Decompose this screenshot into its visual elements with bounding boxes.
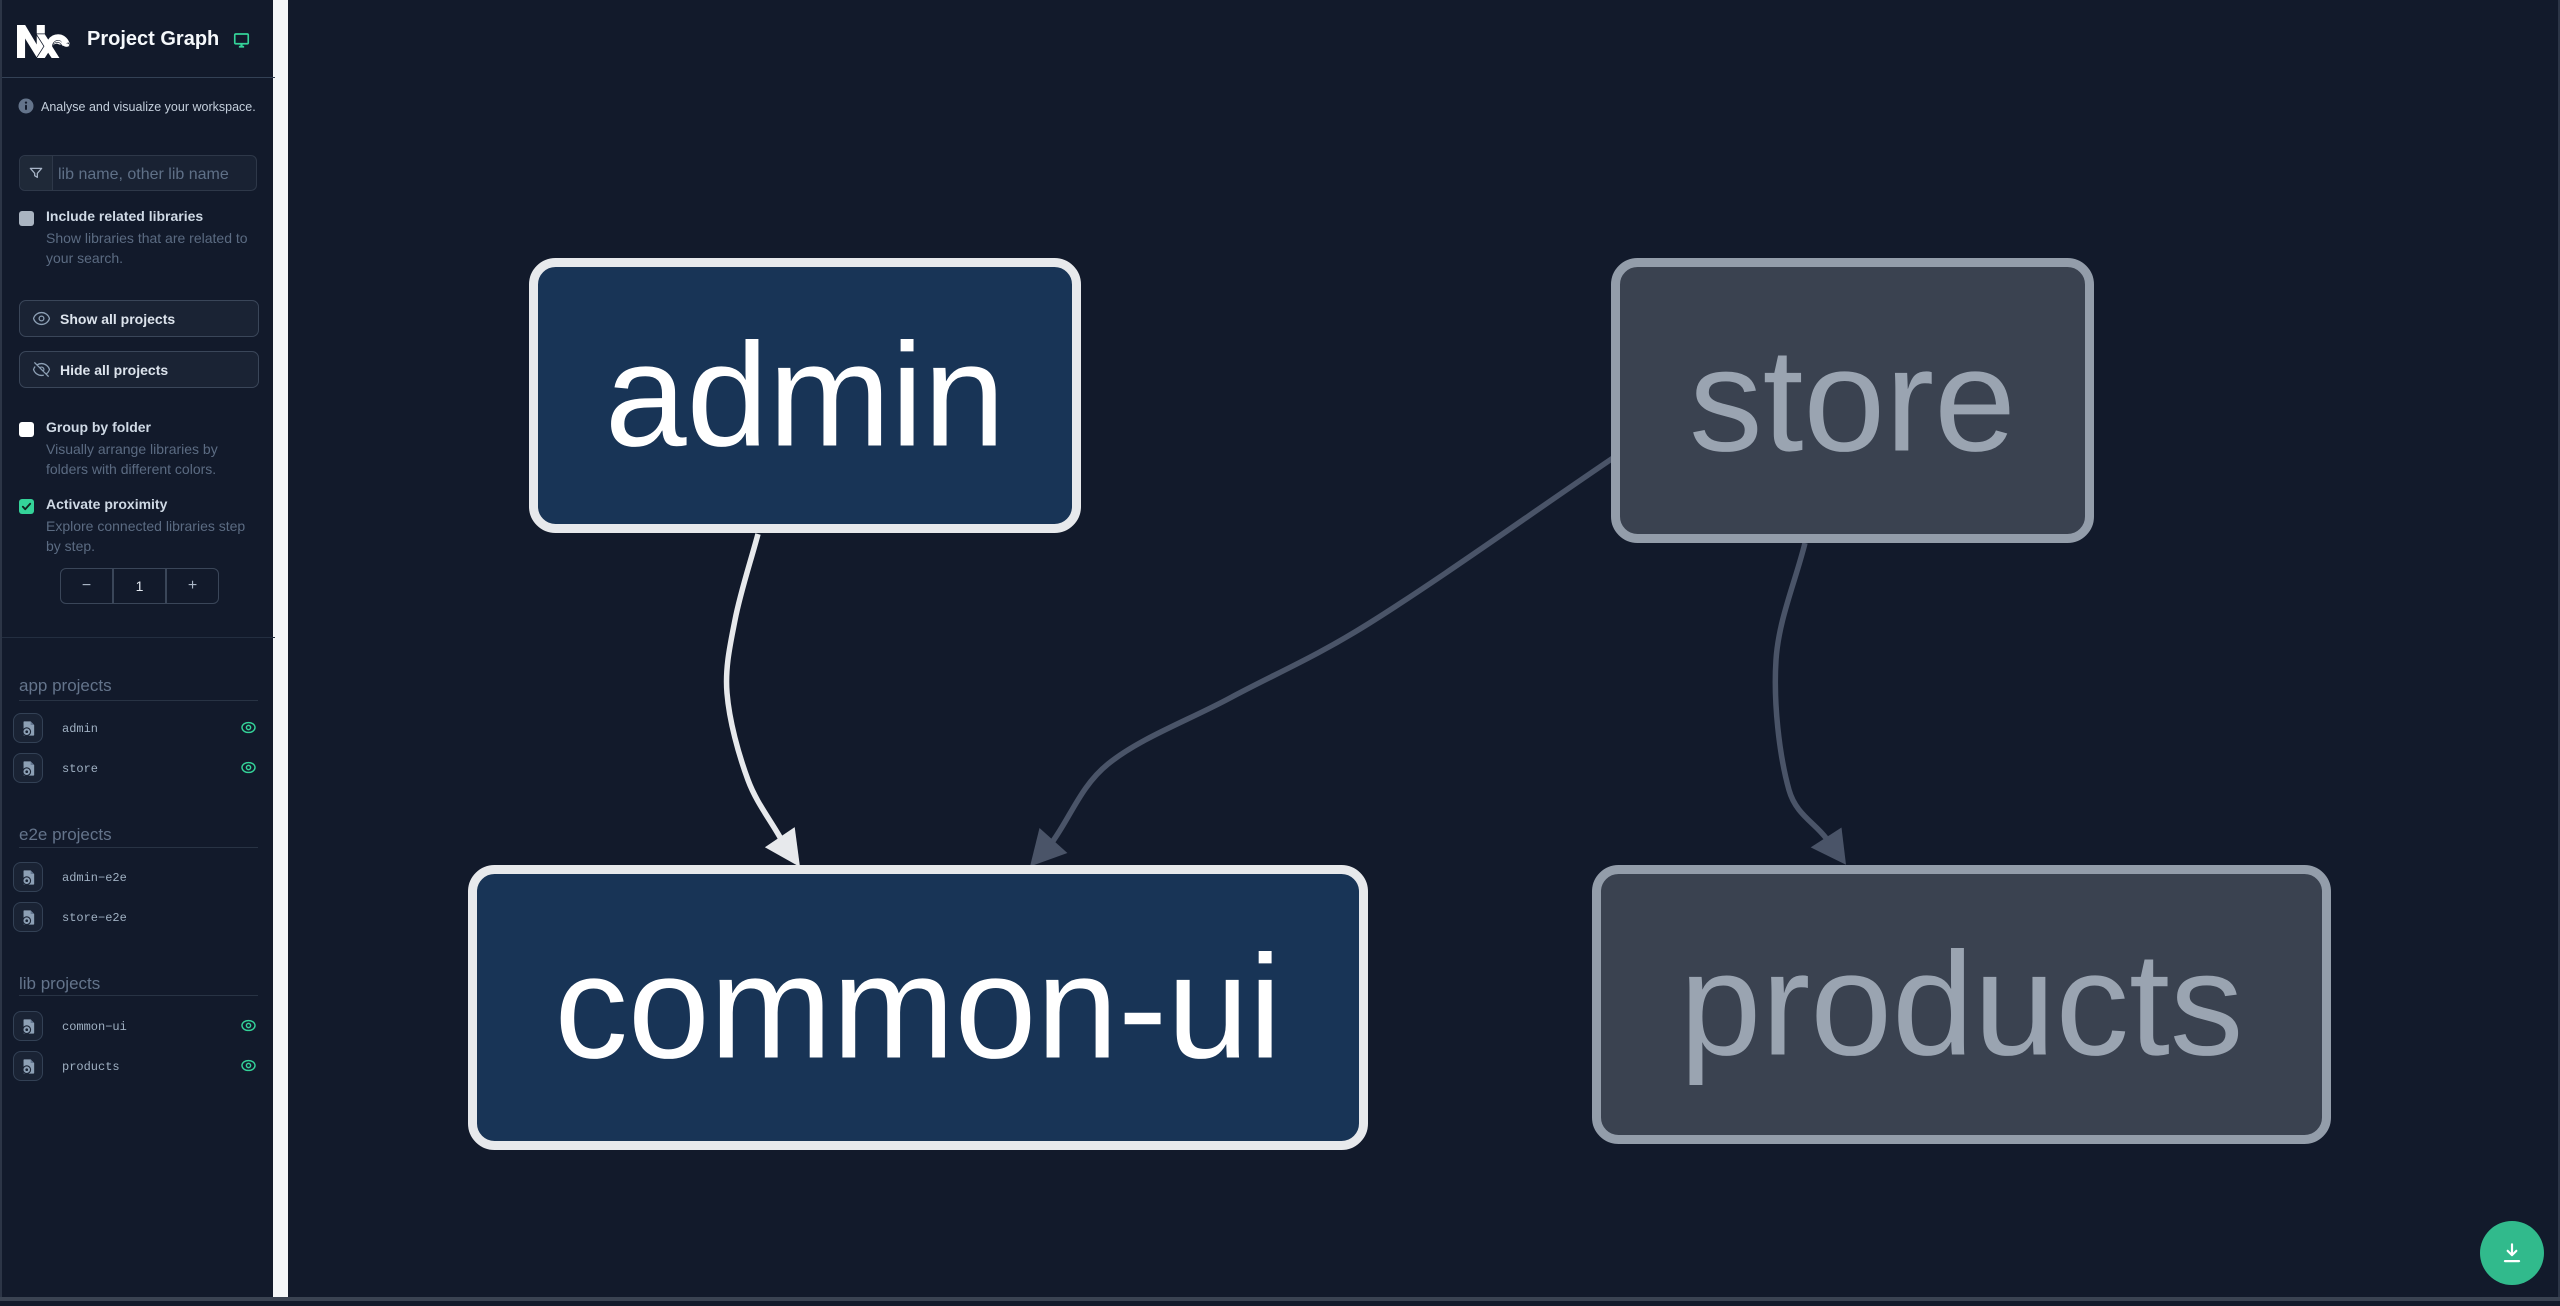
svg-text:common-ui: common-ui — [554, 926, 1281, 1090]
svg-text:products: products — [1680, 923, 2244, 1087]
svg-text:store: store — [1689, 319, 2016, 483]
svg-text:admin: admin — [605, 314, 1005, 478]
